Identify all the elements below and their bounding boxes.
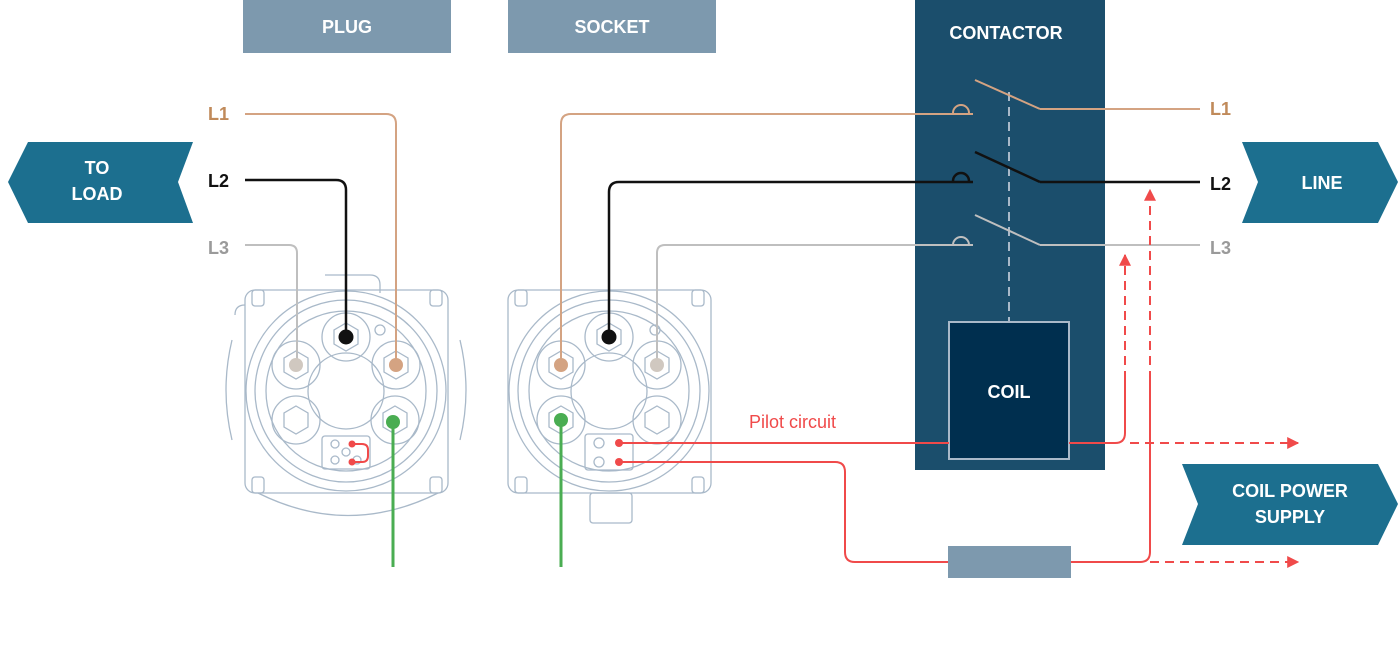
socket-pilot-pin-a	[615, 439, 623, 447]
left-l1-label: L1	[208, 104, 229, 124]
plug-l1-terminal	[389, 358, 403, 372]
plug-l3-terminal	[289, 358, 303, 372]
coil-power-line1: COIL POWER	[1232, 481, 1348, 501]
socket-l3-terminal	[650, 358, 664, 372]
socket-ground-terminal	[554, 413, 568, 427]
to-load-arrow: TO LOAD	[8, 142, 193, 223]
right-l2-label: L2	[1210, 174, 1231, 194]
coil-label: COIL	[988, 382, 1031, 402]
plug-drawing	[225, 274, 467, 517]
socket-pilot-pin-b	[615, 458, 623, 466]
pilot-wires	[352, 380, 1151, 563]
line-arrow: LINE	[1242, 142, 1398, 223]
contact-l1	[952, 79, 1041, 114]
coil-box: COIL	[948, 321, 1070, 460]
wire-l3	[245, 244, 1200, 365]
ground-wires	[391, 420, 563, 567]
wire-l2	[245, 178, 1200, 337]
plug-ground-terminal	[386, 415, 400, 429]
socket-header: SOCKET	[508, 0, 716, 53]
to-load-line1: TO	[85, 158, 110, 178]
plug-header: PLUG	[243, 0, 451, 53]
right-l1-label: L1	[1210, 99, 1231, 119]
contactor-panel: CONTACTOR COIL	[915, 0, 1105, 470]
socket-l1-terminal	[554, 358, 568, 372]
pilot-circuit-label: Pilot circuit	[749, 412, 836, 432]
to-load-line2: LOAD	[72, 184, 123, 204]
contact-l3	[952, 214, 1041, 246]
right-l3-label: L3	[1210, 238, 1231, 258]
socket-l2-terminal	[601, 329, 617, 345]
left-l3-label: L3	[208, 238, 229, 258]
plug-header-label: PLUG	[322, 17, 372, 37]
line-arrow-label: LINE	[1301, 173, 1342, 193]
coil-power-arrow: COIL POWER SUPPLY	[1182, 464, 1398, 545]
contact-l2	[951, 150, 1041, 184]
plug-pilot-pin-a	[348, 440, 356, 448]
coil-power-line2: SUPPLY	[1255, 507, 1325, 527]
contactor-label: CONTACTOR	[949, 23, 1062, 43]
wire-l1	[245, 108, 1200, 365]
supply-fuse	[948, 546, 1071, 578]
plug-l2-terminal	[338, 329, 354, 345]
pilot-dashed	[1119, 188, 1300, 568]
plug-pilot-pin-b	[348, 458, 356, 466]
left-l2-label: L2	[208, 171, 229, 191]
socket-header-label: SOCKET	[574, 17, 649, 37]
